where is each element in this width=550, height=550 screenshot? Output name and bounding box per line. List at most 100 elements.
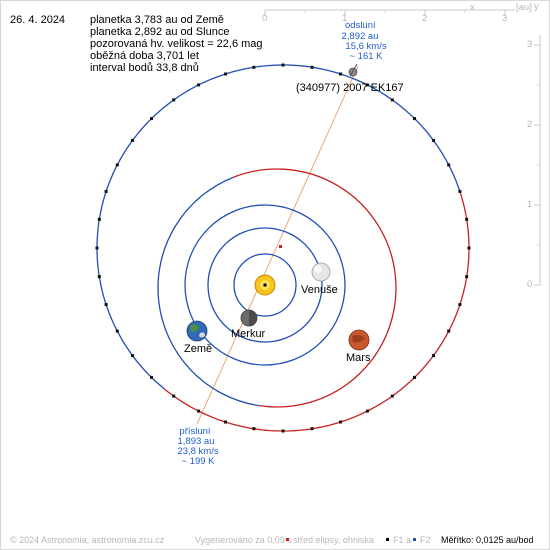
mercury-shade bbox=[249, 310, 257, 326]
orbit-point bbox=[413, 117, 416, 121]
perihelion-title: přísluní bbox=[179, 426, 211, 437]
y-axis-variable: y bbox=[534, 1, 539, 12]
orbit-point bbox=[467, 246, 471, 250]
orbit-point bbox=[365, 409, 369, 413]
y-tick-label: 1 bbox=[527, 199, 533, 210]
axis-unit: [au] bbox=[516, 2, 532, 13]
orbit-point bbox=[432, 138, 435, 142]
orbit-point bbox=[252, 427, 256, 431]
perihelion-speed: 23,8 km/s bbox=[177, 446, 219, 457]
mercury-label: Merkur bbox=[231, 328, 266, 340]
orbit-point bbox=[310, 427, 314, 431]
orbit-point bbox=[281, 429, 285, 433]
orbit-point bbox=[252, 65, 256, 69]
orbit-point bbox=[131, 354, 134, 358]
legend-f2-marker bbox=[413, 533, 416, 545]
orbit-point bbox=[115, 163, 119, 167]
info-distance-sun: planetka 2,892 au od Slunce bbox=[90, 26, 230, 38]
asteroid-aphelion-marker bbox=[349, 63, 358, 77]
x-tick-label: 0 bbox=[262, 13, 268, 24]
orbit-point bbox=[365, 83, 369, 87]
mercury-orbit bbox=[233, 253, 297, 317]
orbit-point bbox=[197, 83, 201, 87]
legend-center-swatch bbox=[286, 537, 289, 541]
mars-orbit-blue-arc bbox=[157, 176, 259, 407]
x-tick-label: 1 bbox=[342, 13, 348, 24]
y-tick-label: 3 bbox=[527, 39, 533, 50]
orbit-point bbox=[432, 354, 435, 358]
x-tick-label: 2 bbox=[422, 13, 428, 24]
orbit-point bbox=[150, 117, 153, 121]
orbit-point bbox=[458, 189, 462, 193]
orbit-point bbox=[310, 65, 314, 69]
scale-label: Měřítko: 0,0125 au/bod bbox=[441, 535, 534, 545]
orbit-point bbox=[104, 189, 108, 193]
legend-f1-marker bbox=[386, 533, 389, 545]
legend-f1-label: F1 a bbox=[393, 535, 412, 545]
orbit-point bbox=[197, 409, 201, 413]
legend-center-marker bbox=[286, 533, 289, 545]
aphelion-distance: 2,892 au bbox=[341, 31, 379, 42]
orbit-point bbox=[224, 72, 227, 76]
orbit-point bbox=[115, 329, 119, 333]
orbit-point bbox=[447, 329, 451, 333]
info-magnitude: pozorovaná hv. velikost = 22,6 mag bbox=[90, 38, 263, 50]
asteroid-orbit-points bbox=[95, 63, 471, 433]
orbit-point bbox=[97, 275, 101, 279]
info-interval: interval bodů 33,8 dnů bbox=[90, 62, 199, 74]
mars-label: Mars bbox=[346, 352, 371, 364]
legend-center-label: střed elipsy, ohniska bbox=[293, 535, 374, 545]
orbit-point bbox=[281, 63, 285, 67]
venus-label: Venuše bbox=[301, 284, 338, 296]
date-label: 26. 4. 2024 bbox=[10, 14, 66, 26]
orbit-point bbox=[131, 138, 134, 142]
ellipse-center-marker bbox=[279, 245, 282, 248]
orbit-point bbox=[150, 375, 153, 379]
orbit-point bbox=[390, 394, 394, 398]
legend-f2-label: F2 bbox=[420, 535, 431, 545]
earth-orbit bbox=[184, 204, 346, 366]
mars-orbit-red-arc bbox=[232, 168, 397, 408]
venus-highlight bbox=[314, 265, 322, 273]
x-axis-variable: x bbox=[470, 2, 475, 13]
mars-shade bbox=[352, 334, 365, 343]
footer-copyright: © 2024 Astronomia, astronomia.zcu.cz bbox=[10, 535, 165, 545]
asteroid-orbit-blue-arc bbox=[96, 64, 461, 390]
legend-f1-swatch bbox=[386, 537, 389, 541]
footer-generated: Vygenerováno za 0,09 s bbox=[195, 535, 292, 545]
orbit-point bbox=[413, 375, 416, 379]
asteroid-orbit bbox=[96, 64, 470, 432]
orbit-point bbox=[339, 420, 342, 424]
orbit-point bbox=[224, 420, 227, 424]
perihelion-temperature: ~ 199 K bbox=[181, 456, 215, 467]
x-tick-label: 3 bbox=[502, 13, 508, 24]
orbit-point bbox=[465, 217, 469, 221]
earth-cloud bbox=[199, 332, 205, 338]
info-distance-earth: planetka 3,783 au od Země bbox=[90, 14, 224, 26]
orbit-point bbox=[104, 303, 108, 307]
orbit-point bbox=[447, 163, 451, 167]
asteroid-orbit-red-arc bbox=[163, 191, 470, 432]
orbit-point bbox=[390, 98, 394, 102]
aphelion-temperature: ~ 161 K bbox=[349, 51, 383, 62]
orbit-point bbox=[172, 394, 176, 398]
orbit-point bbox=[95, 246, 99, 250]
orbit-point bbox=[97, 217, 101, 221]
perihelion-distance: 1,893 au bbox=[177, 436, 215, 447]
asteroid-name: (340977) 2007 EK167 bbox=[296, 82, 404, 94]
focus-f1-marker bbox=[263, 283, 267, 287]
orbit-point bbox=[458, 303, 462, 307]
orbit-point bbox=[465, 275, 469, 279]
apsis-line bbox=[196, 65, 359, 425]
venus-orbit bbox=[207, 227, 323, 343]
info-period: oběžná doba 3,701 let bbox=[90, 50, 199, 62]
earth-label: Země bbox=[184, 343, 213, 355]
orbit-point bbox=[172, 98, 176, 102]
venus-icon bbox=[311, 262, 331, 282]
orbit-point bbox=[339, 72, 342, 76]
mars-orbit bbox=[157, 168, 397, 408]
aphelion-title: odsluní bbox=[345, 20, 376, 31]
earth-land bbox=[190, 324, 199, 333]
y-tick-label: 2 bbox=[527, 119, 533, 130]
